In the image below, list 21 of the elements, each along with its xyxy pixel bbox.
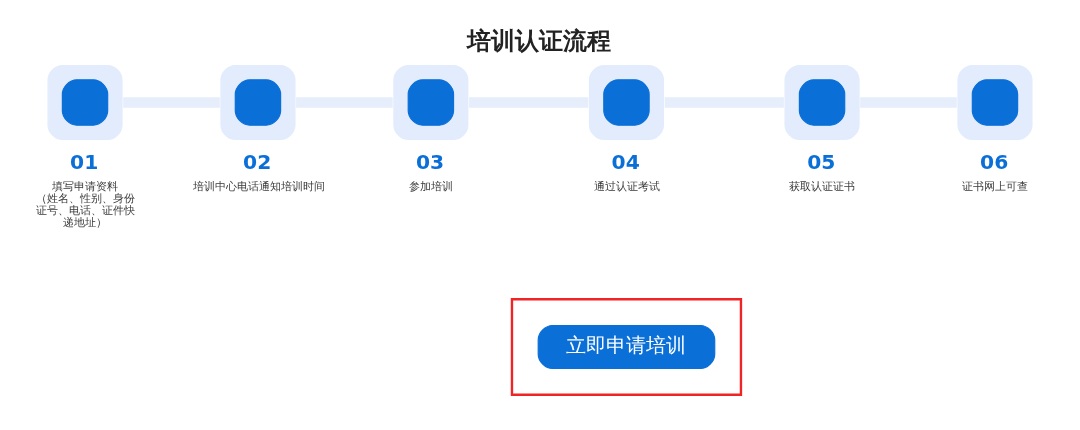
node-box: 立即申请培训 xyxy=(537,324,716,369)
node-label: 培训中心电话通知培训时间 xyxy=(192,179,325,193)
node-label: 06 xyxy=(980,149,1009,174)
node-label: 获取认证证书 xyxy=(789,179,856,193)
node-label: 通过认证考试 xyxy=(593,179,660,193)
node-label: 05 xyxy=(807,149,836,174)
node-label: 03 xyxy=(415,149,445,174)
node-label: 02 xyxy=(243,149,272,174)
cluster xyxy=(510,297,743,396)
connector xyxy=(123,96,220,108)
connector xyxy=(664,96,784,108)
node-label: 参加培训 xyxy=(408,179,453,193)
node-label: （姓名、性别、身份证号、电话、证件快递地址） xyxy=(36,191,136,229)
connector xyxy=(296,96,393,108)
diagram-title: 培训认证流程 xyxy=(467,26,612,55)
connector xyxy=(469,96,589,108)
node-label: 01 xyxy=(70,149,99,174)
node-label: 04 xyxy=(611,149,640,174)
connector xyxy=(860,96,957,108)
node-label: 填写申请资料 xyxy=(52,179,119,193)
node-label: 证书网上可查 xyxy=(962,179,1029,193)
